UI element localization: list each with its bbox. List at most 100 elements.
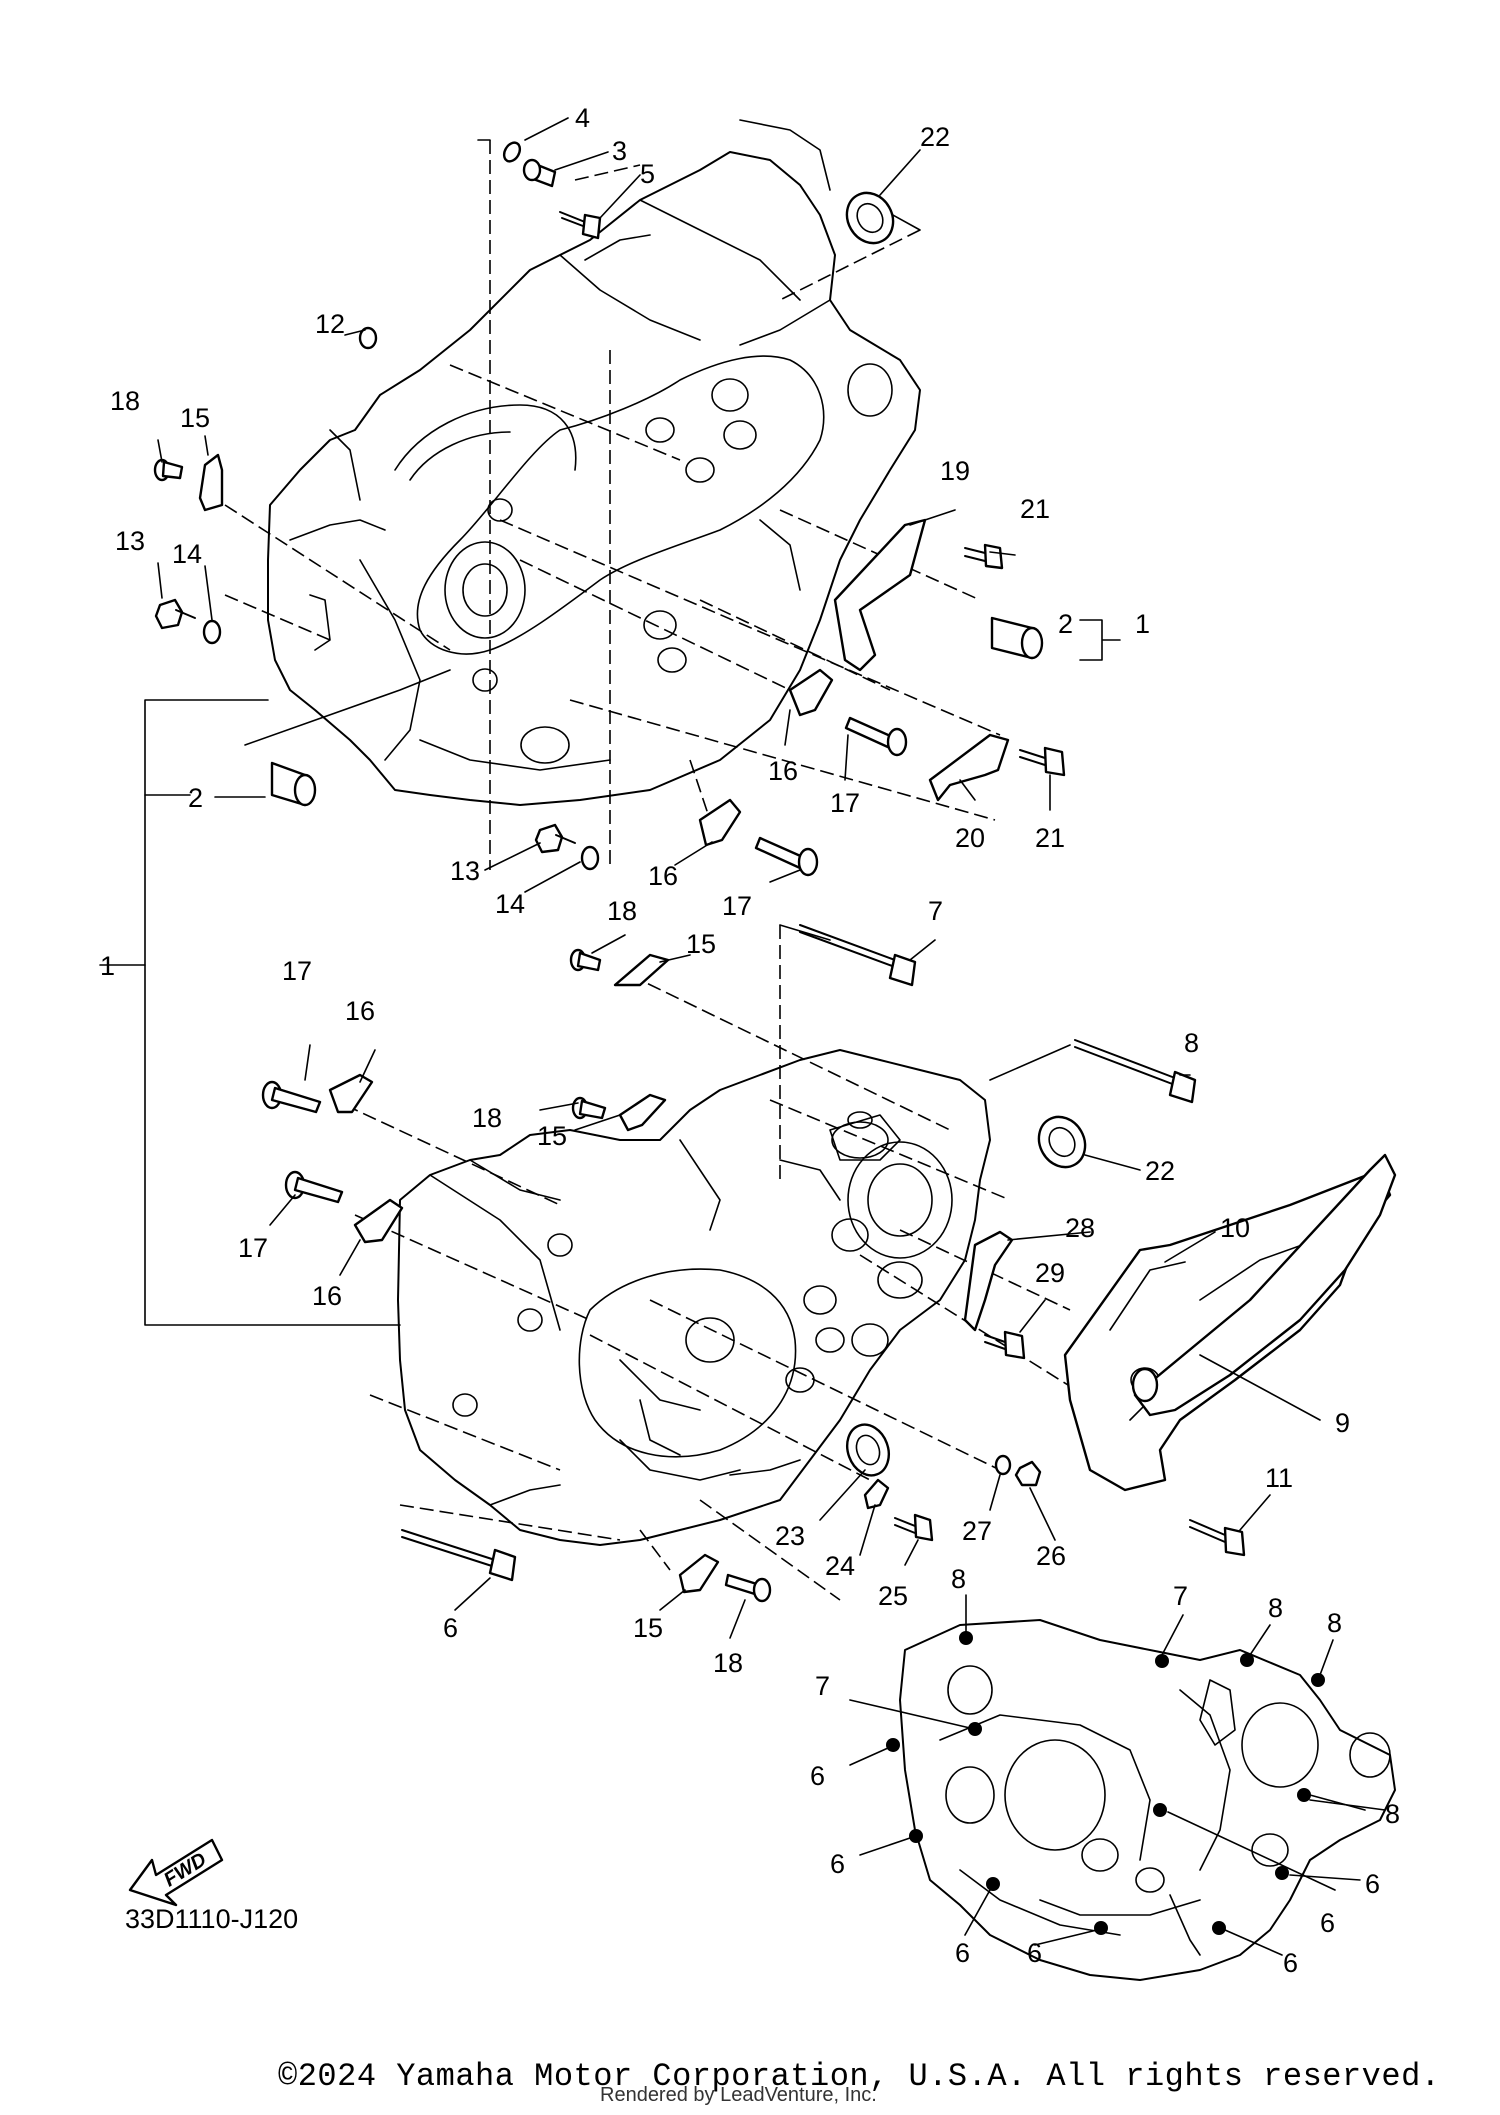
- assembly-guide-lines: [99, 139, 1101, 1601]
- upper-crankcase-left-half: [267, 119, 921, 806]
- callout-27: 27: [962, 1516, 992, 1546]
- plate-28: [963, 1230, 1014, 1332]
- callout-8-c: 8: [1268, 1593, 1283, 1623]
- bolt-11: [1189, 1519, 1246, 1557]
- screw-17-b: [754, 836, 819, 877]
- screw-17-a: [844, 716, 908, 757]
- plate-16-d: [353, 1198, 404, 1244]
- callout-21-a: 21: [1020, 494, 1050, 524]
- plate-16-a: [788, 668, 834, 717]
- lower-crankcase-right-half: [397, 1049, 991, 1546]
- callout-16-a: 16: [768, 756, 798, 786]
- callout-6-e: 6: [1320, 1908, 1335, 1938]
- bolt-21-a: [964, 543, 1004, 570]
- callout-8-a: 8: [1184, 1028, 1199, 1058]
- callout-17-b: 17: [722, 891, 752, 921]
- callout-18-b: 18: [607, 896, 637, 926]
- leader-lines: [157, 117, 1386, 1956]
- long-bolt-8-a: [1074, 1039, 1197, 1104]
- lower-small-parts: [261, 924, 1397, 1603]
- plate-15-c: [618, 1093, 667, 1132]
- callout-21-b: 21: [1035, 823, 1065, 853]
- o-ring-4: [502, 141, 522, 163]
- fwd-arrow-icon: FWD: [128, 1838, 224, 1907]
- callout-28: 28: [1065, 1213, 1095, 1243]
- bolt-location-reference-view: [886, 1619, 1396, 1981]
- callout-2-b: 2: [1058, 609, 1073, 639]
- washer-14-a: [202, 619, 222, 645]
- callout-26: 26: [1036, 1541, 1066, 1571]
- callout-17-d: 17: [238, 1233, 268, 1263]
- bolt-5: [559, 211, 602, 240]
- callout-23: 23: [775, 1521, 805, 1551]
- plate-19: [833, 518, 927, 672]
- callout-18-a: 18: [110, 386, 140, 416]
- oil-seal-22-upper: [845, 191, 895, 245]
- screw-18-c: [571, 1096, 607, 1120]
- callout-18-c: 18: [472, 1103, 502, 1133]
- bolt-25: [894, 1513, 934, 1542]
- callout-13-b: 13: [450, 856, 480, 886]
- callout-17-c: 17: [282, 956, 312, 986]
- screw-18-b: [569, 948, 602, 972]
- long-bolt-6-a: [401, 1529, 517, 1582]
- callout-14-b: 14: [495, 889, 525, 919]
- plate-15-a: [198, 453, 224, 512]
- callout-8-b: 8: [951, 1564, 966, 1594]
- callout-16-c: 16: [345, 996, 375, 1026]
- callout-25: 25: [878, 1581, 908, 1611]
- plate-15-d: [678, 1553, 720, 1594]
- callout-6-a: 6: [443, 1613, 458, 1643]
- chain-guard-9: [1131, 1153, 1397, 1417]
- callout-16-d: 16: [312, 1281, 342, 1311]
- callout-18-d: 18: [713, 1648, 743, 1678]
- dowel-pin-2-b: [990, 616, 1044, 660]
- callout-7-a: 7: [928, 896, 943, 926]
- callout-16-b: 16: [648, 861, 678, 891]
- callout-3: 3: [612, 136, 627, 166]
- callout-numbers: 4 3 5 22 12 18 15 13 14 19 21 2 1 16 17 …: [100, 103, 1400, 1978]
- callout-11: 11: [1265, 1463, 1293, 1493]
- callout-5: 5: [640, 159, 655, 189]
- callout-1-b: 1: [1135, 609, 1150, 639]
- callout-22-upper: 22: [920, 122, 950, 152]
- bolt-13-b: [534, 823, 576, 854]
- bolt-26: [1014, 1460, 1042, 1487]
- callout-6-h: 6: [1283, 1948, 1298, 1978]
- callout-8-e: 8: [1385, 1799, 1400, 1829]
- upper-small-parts: [153, 141, 1066, 877]
- callout-17-a: 17: [830, 788, 860, 818]
- callout-10: 10: [1220, 1213, 1250, 1243]
- rendered-by-note: Rendered by LeadVenture, Inc.: [600, 2084, 877, 2106]
- callout-12: 12: [315, 309, 345, 339]
- callout-7-c: 7: [815, 1671, 830, 1701]
- callout-13-a: 13: [115, 526, 145, 556]
- plate-16-c: [328, 1073, 374, 1114]
- callout-1-a: 1: [100, 951, 115, 981]
- callout-6-f: 6: [955, 1938, 970, 1968]
- washer-14-b: [580, 845, 600, 871]
- screw-18-a: [153, 458, 184, 482]
- callout-15-c: 15: [537, 1121, 567, 1151]
- callout-4: 4: [575, 103, 590, 133]
- callout-15-a: 15: [180, 403, 210, 433]
- plate-20: [928, 733, 1010, 802]
- callout-8-d: 8: [1327, 1608, 1342, 1638]
- callout-7-b: 7: [1173, 1581, 1188, 1611]
- plate-15-b: [613, 953, 670, 987]
- screw-17-d: [284, 1170, 344, 1204]
- diagram-code: 33D1110-J120: [125, 1904, 298, 1934]
- callout-6-b: 6: [810, 1761, 825, 1791]
- plate-16-b: [698, 798, 742, 847]
- copyright-notice: ©2024 Yamaha Motor Corporation, U.S.A. A…: [278, 2058, 1441, 2095]
- callout-29: 29: [1035, 1258, 1065, 1288]
- callout-2-a: 2: [188, 783, 203, 813]
- screw-18-d: [724, 1573, 772, 1603]
- bolt-21-b: [1019, 746, 1066, 777]
- callout-6-c: 6: [830, 1849, 845, 1879]
- callout-24: 24: [825, 1551, 855, 1581]
- bolt-29: [984, 1330, 1026, 1360]
- callout-15-d: 15: [633, 1613, 663, 1643]
- plate-24: [863, 1478, 890, 1510]
